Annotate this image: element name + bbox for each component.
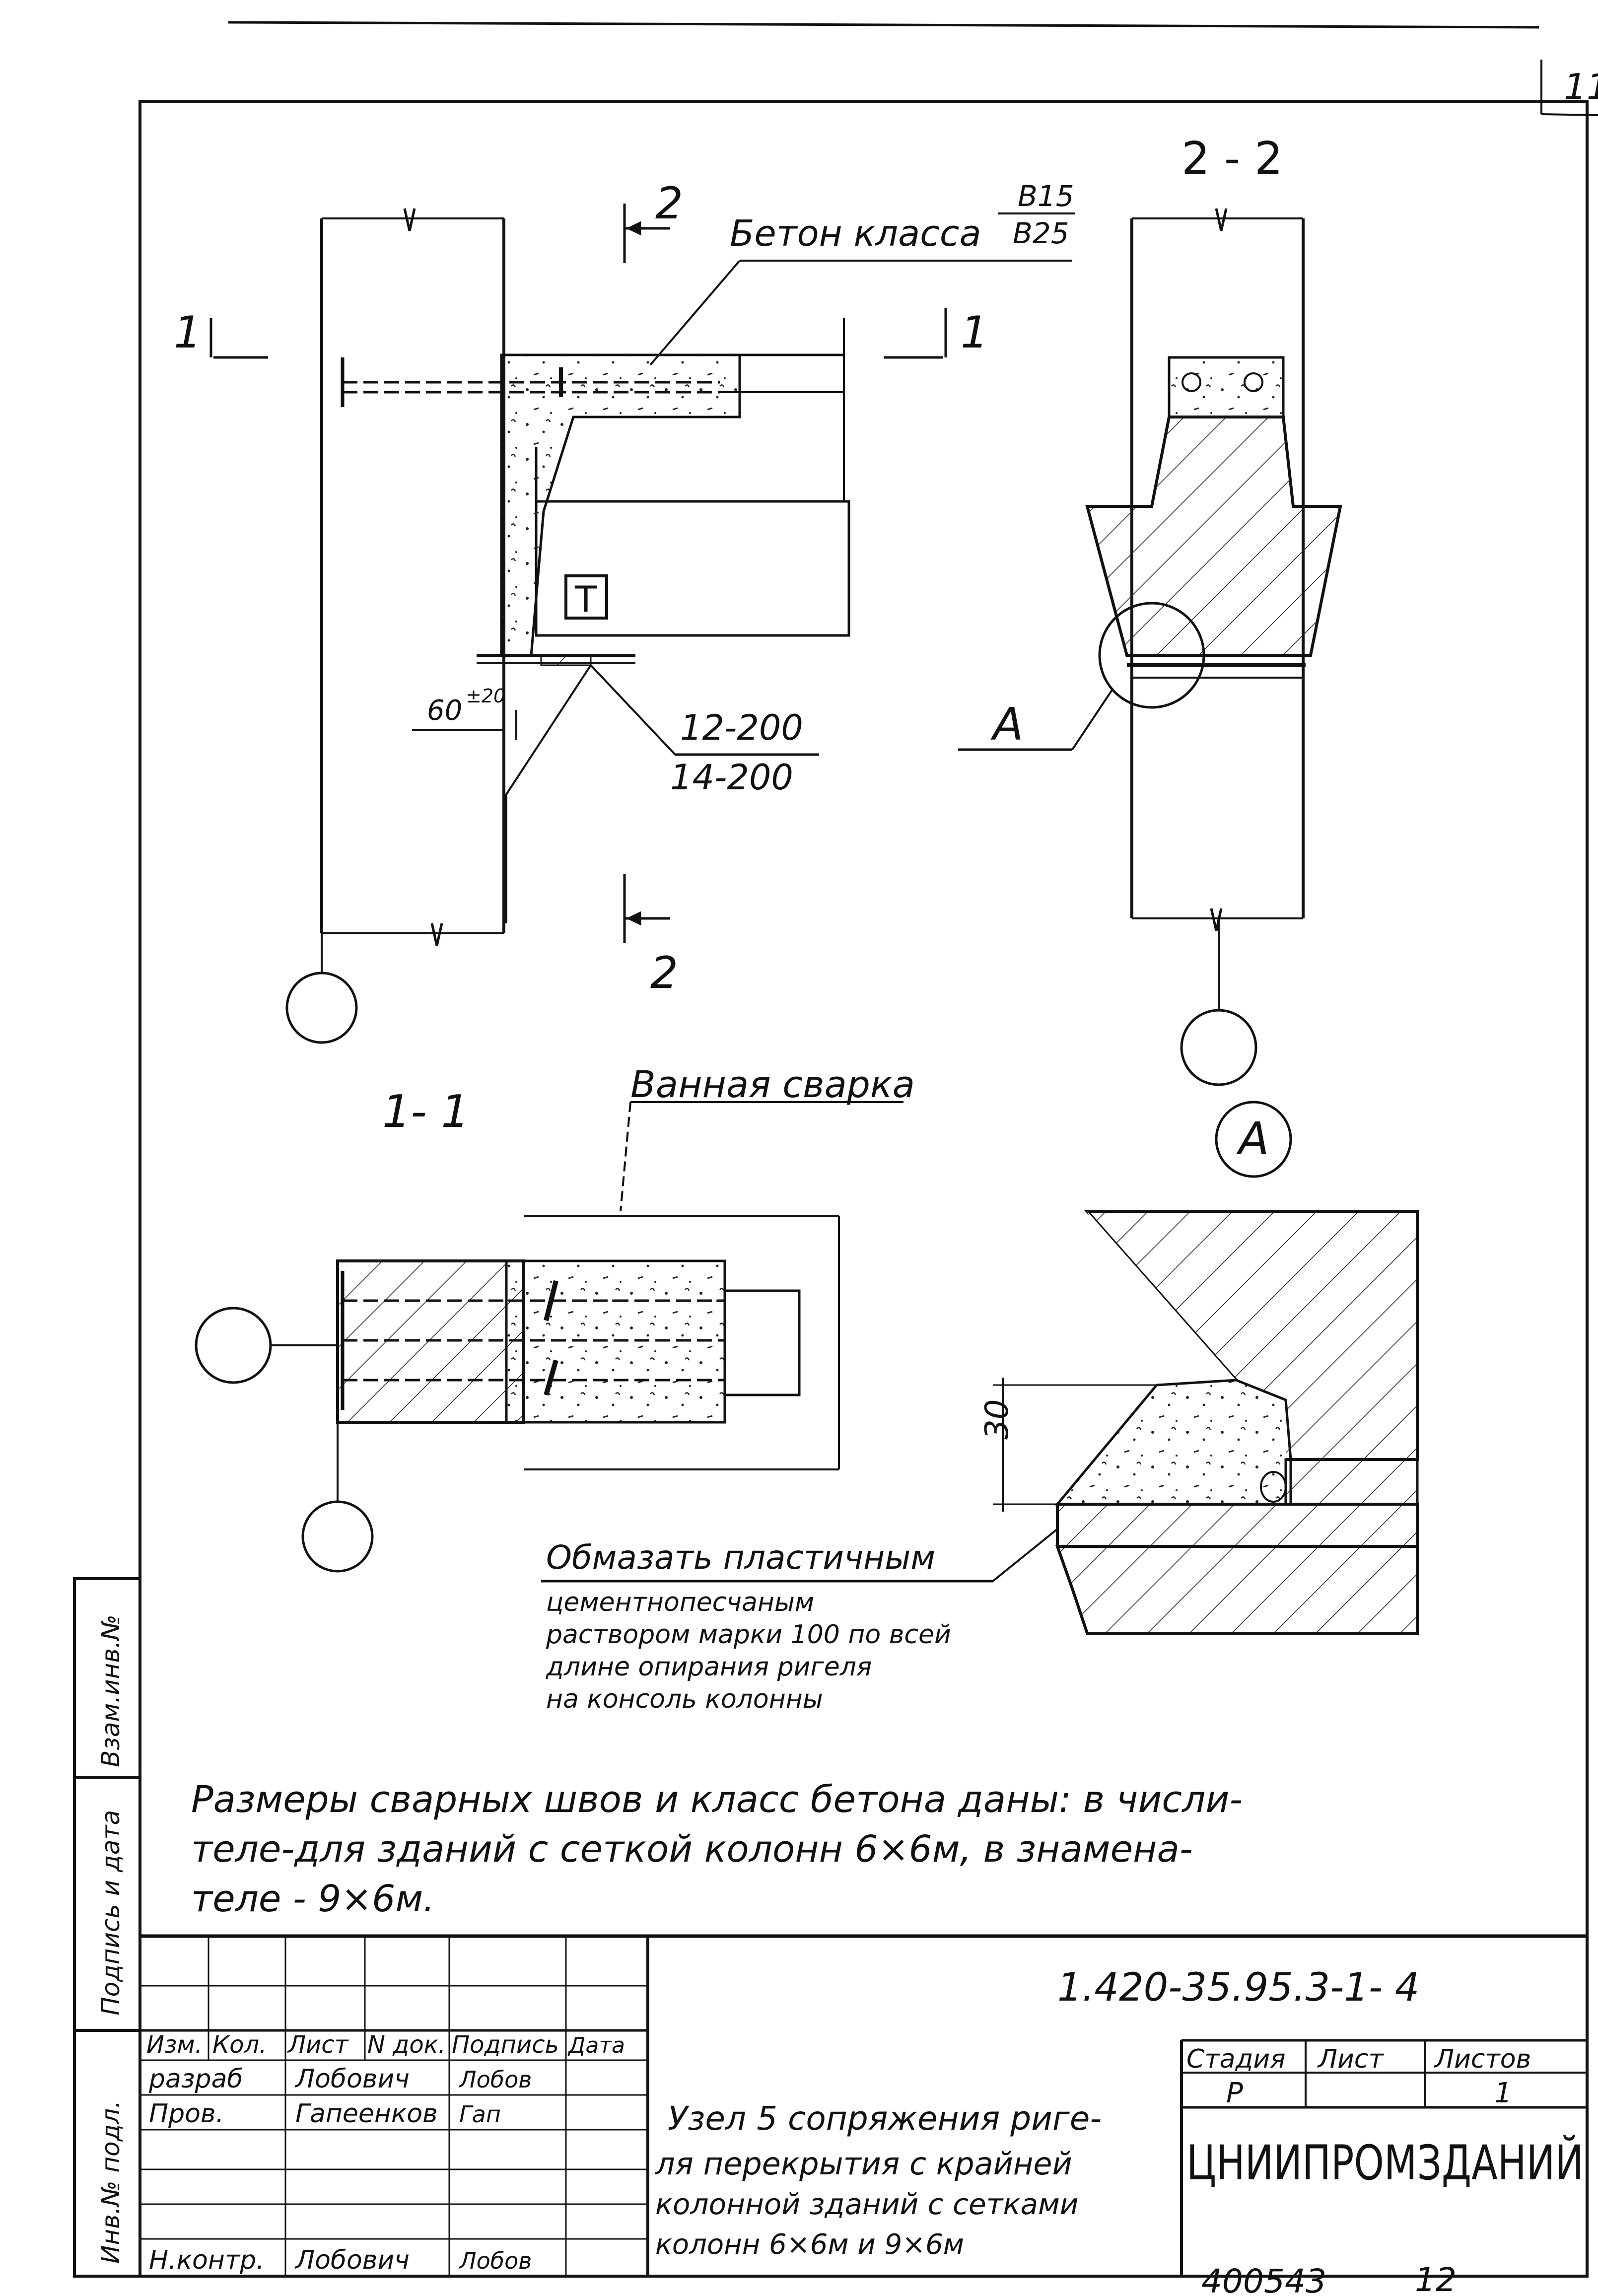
cut-mark-1-right: 1 — [961, 307, 988, 358]
col-header-docno: N док. — [367, 2031, 446, 2059]
row-checker-name: Гапеенков — [295, 2099, 438, 2129]
concrete-class-den: В25 — [1013, 216, 1069, 250]
title-block — [140, 1934, 1587, 2276]
main-border — [139, 100, 1589, 2278]
notes: Обмазать пластичным цементнопесчаным рас… — [191, 1538, 1243, 1920]
description-line-4: колонн 6×6м и 9×6м — [655, 2228, 964, 2261]
sheets-header: Листов — [1434, 2044, 1531, 2074]
mortar-note-line-2: раствором марки 100 по всей — [546, 1620, 951, 1650]
row-checker-sign: Гап — [459, 2101, 501, 2128]
mortar-note-line-3: длине опирания ригеля — [546, 1652, 872, 1682]
col-header-rev: Изм. — [146, 2031, 203, 2059]
detail-a-labels: А 30 — [979, 1113, 1269, 1440]
top-edge-line — [228, 21, 1539, 29]
mortar-note-line-1: цементнопесчаным — [546, 1588, 814, 1617]
section-2-2-labels: 2 - 2 А — [990, 133, 1283, 751]
detail-a — [541, 1101, 1419, 1635]
mortar-note-title: Обмазать пластичным — [546, 1538, 935, 1577]
col-header-signature: Подпись — [452, 2031, 559, 2059]
rebar-numerator: 12-200 — [680, 707, 803, 748]
replacement-inv-label: Взам.инв.№ — [96, 1614, 125, 1767]
section-2-2 — [958, 208, 1342, 1086]
stage-header: Стадия — [1186, 2044, 1286, 2074]
col-header-date: Дата — [567, 2033, 625, 2058]
signature-date-label: Подпись и дата — [96, 1810, 125, 2016]
col-header-qty: Кол. — [212, 2031, 267, 2059]
rebar-denominator: 14-200 — [670, 757, 793, 798]
row-checker-role: Пров. — [149, 2099, 224, 2129]
cut-mark-2-bottom: 2 — [650, 947, 678, 998]
description-line-2: ля перекрытия с крайней — [655, 2146, 1072, 2182]
row-normcontrol-sign: Лобов — [458, 2247, 532, 2274]
row-developer-name: Лобович — [294, 2064, 410, 2094]
original-inv-label: Инв.№ подл. — [96, 2100, 125, 2264]
elevation-view — [209, 204, 1072, 1044]
cut-mark-2-top: 2 — [655, 178, 683, 229]
concrete-class-num: В15 — [1018, 179, 1074, 213]
section-1-1-title: 1- 1 — [382, 1086, 470, 1138]
section-2-2-title: 2 - 2 — [1181, 133, 1283, 185]
row-normcontrol-role: Н.контр. — [149, 2245, 265, 2275]
general-note-line-2: теле-для зданий с сеткой колонн 6×6м, в … — [191, 1828, 1193, 1871]
elevation-labels: 2 2 1 1 Бетон класса В15 В25 T 60 ±20 12… — [174, 178, 1075, 998]
description-line-1: Узел 5 сопряжения риге- — [668, 2099, 1102, 2138]
description-line-3: колонной зданий с сетками — [655, 2187, 1078, 2221]
general-note-line-1: Размеры сварных швов и класс бетона даны… — [191, 1778, 1243, 1821]
organization-name: ЦНИИПРОМЗДАНИЙ — [1186, 2135, 1584, 2191]
detail-a-title: А — [1236, 1113, 1269, 1165]
mortar-note-line-4: на консоль колонны — [546, 1684, 823, 1714]
bath-welding-label: Ванная сварка — [630, 1063, 915, 1106]
sheets-value: 1 — [1494, 2077, 1512, 2109]
dimension-30: 30 — [979, 1399, 1016, 1440]
gap-tolerance: ±20 — [466, 685, 505, 707]
row-normcontrol-name: Лобович — [294, 2245, 410, 2275]
title-block-text: 1.420-35.95.3-1- 4 Изм. Кол. Лист N док.… — [146, 66, 1598, 2296]
concrete-class-label: Бетон класса — [730, 212, 981, 254]
general-note-line-3: теле - 9×6м. — [191, 1878, 435, 1920]
section-1-1-labels: 1- 1 Ванная сварка — [382, 1063, 915, 1138]
detail-a-callout: А — [990, 698, 1024, 751]
bottom-code-left: 400543 — [1201, 2262, 1326, 2296]
cut-mark-1-left: 1 — [174, 307, 202, 358]
gap-dimension: 60 — [427, 695, 462, 727]
corner-number: 11 — [1564, 66, 1598, 108]
side-stamp — [73, 1577, 141, 2278]
row-developer-role: разраб — [148, 2064, 243, 2094]
document-code: 1.420-35.95.3-1- 4 — [1057, 1965, 1420, 2010]
tee-mark: T — [574, 578, 597, 620]
col-header-sheet: Лист — [287, 2031, 349, 2059]
bottom-code-right: 12 — [1415, 2261, 1457, 2296]
stage-value: Р — [1226, 2077, 1243, 2109]
row-developer-sign: Лобов — [458, 2066, 532, 2093]
sheet-header: Лист — [1317, 2044, 1384, 2074]
side-stamp-labels: Взам.инв.№ Подпись и дата Инв.№ подл. — [96, 1614, 125, 2264]
section-1-1 — [195, 1101, 903, 1573]
